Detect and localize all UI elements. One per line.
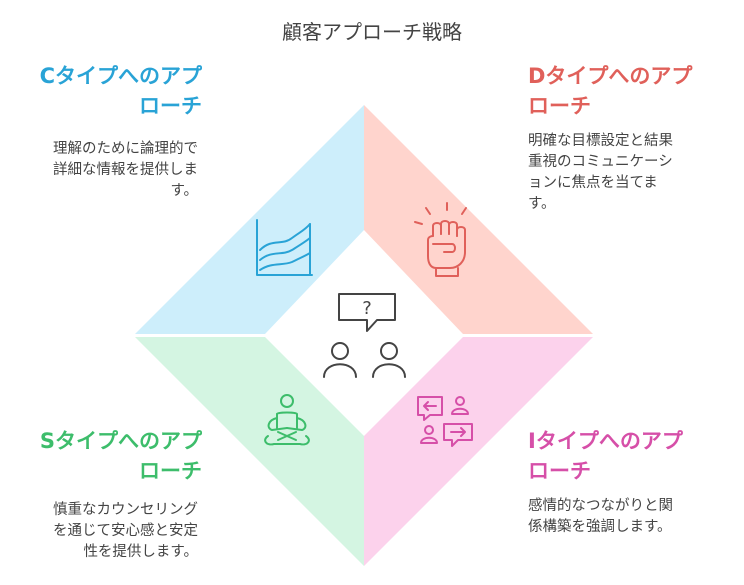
quadrant-c-desc-line2: 詳細な情報を提供しま — [53, 162, 198, 178]
conversation-icon — [417, 396, 473, 447]
quadrant-i-band — [364, 337, 593, 566]
quadrant-s-description: 慎重なカウンセリング を通じて安心感と安定 性を提供します。 — [20, 500, 198, 563]
quadrant-s-band — [135, 337, 364, 566]
quadrant-c-band — [135, 105, 364, 334]
quadrant-s-heading-line1: Sタイプへのアプ — [39, 429, 202, 453]
meditation-icon — [264, 394, 310, 446]
question-mark-icon: ? — [362, 298, 372, 319]
quadrant-i-heading-line2: ローチ — [528, 459, 591, 483]
rising-chart-icon — [256, 219, 313, 276]
quadrant-d-heading: Dタイプへのアプ ローチ — [528, 61, 728, 121]
quadrant-c-description: 理解のために論理的で 詳細な情報を提供しま す。 — [20, 139, 198, 202]
quadrant-s-desc-line1: 慎重なカウンセリング — [53, 502, 198, 518]
quadrant-i-desc-line2: 係構築を強調します。 — [528, 519, 672, 535]
quadrant-s-heading-line2: ローチ — [139, 459, 202, 483]
quadrant-c-desc-line1: 理解のために論理的で — [53, 141, 198, 157]
quadrant-d-desc-line2: 重視のコミュニケーシ — [528, 154, 673, 170]
quadrant-i-description: 感情的なつながりと関 係構築を強調します。 — [528, 496, 706, 538]
quadrant-i-desc-line1: 感情的なつながりと関 — [528, 498, 673, 514]
quadrant-c-heading-line1: Cタイプへのアプ — [39, 64, 202, 88]
quadrant-c-desc-line3: す。 — [170, 183, 198, 199]
quadrant-c-heading: Cタイプへのアプ ローチ — [2, 61, 202, 121]
quadrant-d-heading-line1: Dタイプへのアプ — [528, 64, 693, 88]
quadrant-s-desc-line3: 性を提供します。 — [83, 544, 198, 560]
quadrant-i-heading: Iタイプへのアプ ローチ — [528, 426, 728, 486]
quadrant-d-description: 明確な目標設定と結果 重視のコミュニケーシ ョンに焦点を当てま す。 — [528, 131, 706, 215]
two-people-question-icon — [323, 293, 406, 378]
raised-fist-icon — [414, 202, 467, 277]
quadrant-s-heading: Sタイプへのアプ ローチ — [2, 426, 202, 486]
quadrant-i-heading-line1: Iタイプへのアプ — [528, 429, 683, 453]
page-title: 顧客アプローチ戦略 — [282, 20, 462, 44]
quadrant-d-desc-line1: 明確な目標設定と結果 — [528, 133, 673, 149]
quadrant-d-desc-line3: ョンに焦点を当てま — [528, 175, 658, 191]
quadrant-c-heading-line2: ローチ — [139, 94, 202, 118]
quadrant-d-desc-line4: す。 — [528, 196, 556, 212]
quadrant-d-heading-line2: ローチ — [528, 94, 591, 118]
quadrant-d-band — [364, 105, 593, 334]
quadrant-s-desc-line2: を通じて安心感と安定 — [53, 523, 198, 539]
